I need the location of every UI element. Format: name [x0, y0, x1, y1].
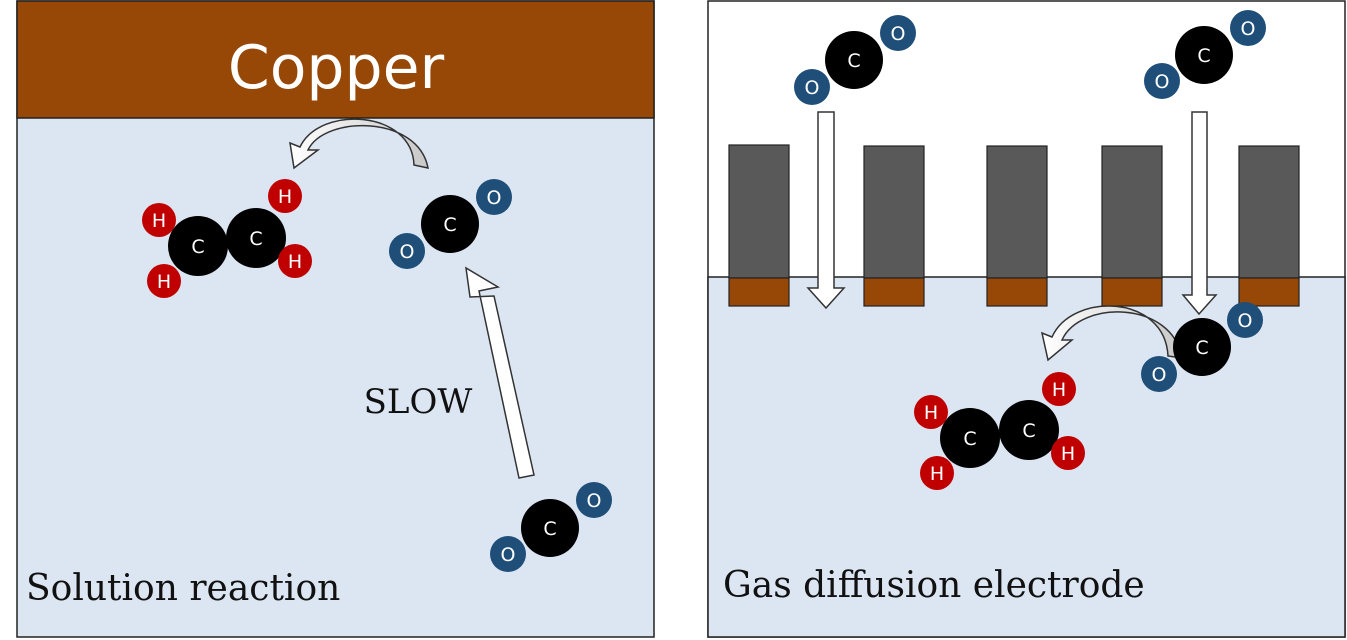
oxygen-label: O: [400, 241, 415, 263]
electrode-pillar: [863, 145, 925, 307]
oxygen-label: O: [1152, 364, 1167, 386]
gas-diffusion-arrow: [1181, 111, 1218, 316]
carbon-atom: [226, 208, 286, 268]
electrode-pillar: [728, 144, 790, 307]
copper-tip: [986, 277, 1048, 307]
electrode-pillar: [986, 145, 1048, 307]
hydrogen-label: H: [1061, 443, 1075, 465]
electrode-pillar: [1101, 145, 1163, 307]
pillar-body: [1101, 145, 1163, 279]
oxygen-atom: [576, 482, 612, 518]
oxygen-label: O: [805, 77, 820, 99]
oxygen-atom: [794, 69, 830, 105]
carbon-atom: [168, 216, 228, 276]
hydrogen-atom: [142, 203, 176, 237]
hydrogen-label: H: [288, 251, 302, 273]
hydrogen-atom: [278, 244, 312, 278]
hydrogen-atom: [1051, 436, 1085, 470]
oxygen-label: O: [1155, 71, 1170, 93]
hydrogen-atom: [147, 264, 181, 298]
oxygen-atom: [490, 536, 526, 572]
pillar-body: [728, 144, 790, 279]
copper-tip: [1238, 277, 1300, 307]
oxygen-atom: [1227, 302, 1263, 338]
carbon-label: C: [847, 50, 860, 72]
carbon-atom: [521, 499, 579, 557]
co2-molecule: O O C: [794, 15, 916, 105]
oxygen-atom: [389, 233, 425, 269]
hydrogen-atom: [268, 179, 302, 213]
left-panel: Copper SLOW H H C C H H O O C: [16, 0, 655, 638]
carbon-label: C: [191, 236, 204, 258]
oxygen-label: O: [1238, 310, 1253, 332]
hydrogen-label: H: [1052, 379, 1066, 401]
carbon-label: C: [543, 518, 556, 540]
pillar-body: [863, 145, 925, 279]
oxygen-atom: [476, 179, 512, 215]
hydrogen-label: H: [278, 186, 292, 208]
co2-molecule: O O C: [1141, 302, 1263, 392]
oxygen-label: O: [487, 187, 502, 209]
hydrogen-atom: [914, 395, 948, 429]
pillar-body: [986, 145, 1048, 279]
oxygen-atom: [880, 15, 916, 51]
ethylene-molecule: H H C C H H: [142, 179, 312, 298]
ethylene-molecule: H H C C H H: [914, 372, 1085, 490]
carbon-atom: [825, 31, 883, 89]
copper-tip: [1101, 277, 1163, 307]
carbon-atom: [1175, 26, 1233, 84]
oxygen-label: O: [1241, 18, 1256, 40]
pillar-body: [1238, 145, 1300, 279]
oxygen-label: O: [501, 544, 516, 566]
oxygen-label: O: [891, 23, 906, 45]
curved-reaction-arrow: [289, 118, 429, 170]
curved-reaction-arrow: [1040, 305, 1183, 362]
co2-molecule: O O C: [490, 482, 612, 572]
carbon-atom: [421, 195, 479, 253]
hydrogen-label: H: [152, 210, 166, 232]
co2-molecule: O O C: [1144, 10, 1266, 99]
carbon-atom: [999, 400, 1059, 460]
gas-diffusion-arrow: [806, 111, 846, 310]
copper-tip: [728, 277, 790, 307]
carbon-label: C: [1197, 45, 1210, 67]
copper-tip: [863, 277, 925, 307]
carbon-label: C: [443, 214, 456, 236]
left-panel-caption: Solution reaction: [26, 568, 340, 609]
carbon-atom: [1173, 318, 1231, 376]
right-panel: O O C O O C O O C H: [707, 0, 1346, 638]
co2-molecule: O O C: [389, 179, 512, 269]
hydrogen-atom: [1042, 372, 1076, 406]
carbon-label: C: [1195, 337, 1208, 359]
hydrogen-atom: [920, 456, 954, 490]
slow-diffusion-arrow: [465, 266, 535, 479]
carbon-atom: [940, 408, 1000, 468]
oxygen-atom: [1141, 356, 1177, 392]
right-panel-caption: Gas diffusion electrode: [723, 565, 1145, 606]
oxygen-atom: [1230, 10, 1266, 46]
carbon-label: C: [1022, 420, 1035, 442]
hydrogen-label: H: [924, 402, 938, 424]
copper-electrode: [16, 0, 655, 119]
electrode-pillar: [1238, 145, 1300, 307]
oxygen-atom: [1144, 63, 1180, 99]
hydrogen-label: H: [930, 463, 944, 485]
copper-label: Copper: [228, 33, 445, 103]
slow-label: SLOW: [364, 382, 473, 422]
hydrogen-label: H: [157, 271, 171, 293]
carbon-label: C: [963, 428, 976, 450]
oxygen-label: O: [587, 490, 602, 512]
carbon-label: C: [249, 228, 262, 250]
